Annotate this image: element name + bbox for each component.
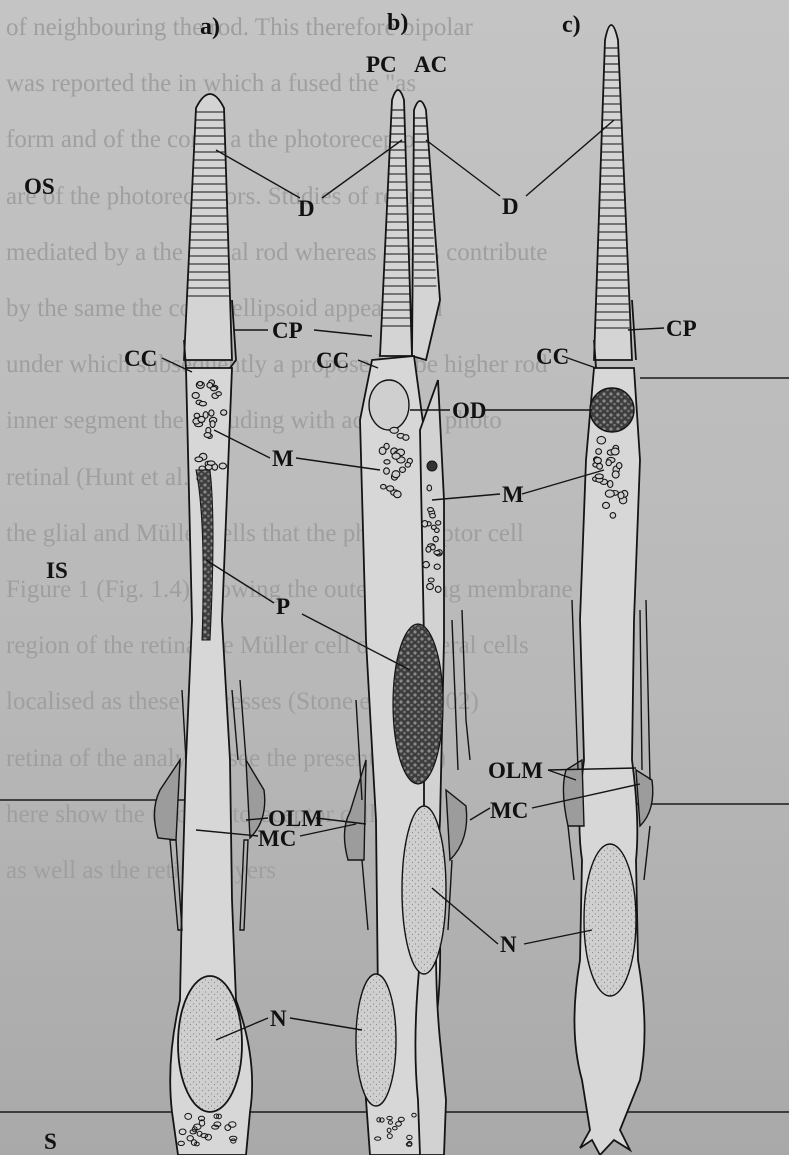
cell-a-outer-segment [184, 94, 232, 360]
organelle [434, 564, 440, 569]
organelle [379, 447, 386, 454]
organelle [199, 402, 206, 406]
cell-b-double-cone [356, 90, 446, 1155]
organelle [216, 392, 221, 396]
organelle [612, 471, 619, 478]
label-n-right: N [500, 932, 517, 957]
cell-c-oil-droplet [590, 388, 634, 432]
label-cp-right: CP [666, 316, 697, 341]
cell-a-rod [170, 94, 252, 1155]
organelle [594, 457, 601, 463]
label-olm-right: OLM [488, 758, 543, 783]
organelle [381, 484, 386, 489]
panel-label-b: b) [387, 10, 408, 36]
organelle [192, 392, 199, 398]
label-cp-left: CP [272, 318, 303, 343]
organelle [603, 502, 610, 508]
label-ac: AC [414, 52, 447, 77]
organelle [428, 578, 434, 582]
organelle [427, 485, 432, 491]
organelle [195, 457, 203, 462]
organelle [219, 463, 226, 469]
organelle [617, 463, 622, 469]
organelle [430, 514, 436, 518]
organelle [434, 551, 440, 555]
label-mc-left: MC [258, 826, 296, 851]
cell-b-oil-droplet [369, 380, 409, 430]
organelle [608, 481, 613, 488]
organelle [423, 561, 429, 567]
cell-b-ac-nucleus [402, 806, 446, 974]
cell-b-pc-outer-segment [380, 90, 412, 356]
label-cc-b: CC [316, 348, 349, 373]
organelle [210, 421, 215, 428]
label-cc-c: CC [536, 344, 569, 369]
organelle [606, 460, 611, 466]
organelle [403, 435, 409, 441]
cell-b-paraboloid [393, 624, 443, 784]
label-m-left: M [272, 446, 294, 471]
label-mc-right: MC [490, 798, 528, 823]
organelle [384, 468, 390, 474]
organelle [209, 410, 214, 416]
organelle [595, 474, 603, 479]
organelle [387, 486, 394, 491]
organelle [392, 471, 400, 478]
organelle [435, 586, 441, 592]
cell-c-single-cone [574, 25, 644, 1155]
label-s: S [44, 1129, 57, 1154]
organelle [433, 536, 438, 541]
panel-labels: a) b) c) PC AC [200, 10, 581, 77]
label-cc-a: CC [124, 346, 157, 371]
organelle [394, 491, 401, 498]
organelle [392, 453, 400, 459]
organelle [618, 492, 624, 499]
organelle [431, 545, 436, 550]
panel-label-c: c) [562, 12, 581, 38]
organelle [390, 427, 399, 433]
organelle [405, 462, 410, 467]
label-n-left: N [270, 1006, 287, 1031]
label-d-left: D [298, 196, 315, 221]
organelle [431, 525, 436, 529]
organelle [605, 490, 614, 497]
label-pc: PC [366, 52, 397, 77]
organelle [422, 521, 428, 527]
label-os: OS [24, 174, 55, 199]
panel-label-a: a) [200, 14, 220, 40]
organelle [221, 410, 227, 415]
label-p: P [276, 594, 290, 619]
layer-labels: OS IS S [24, 174, 68, 1154]
organelle [194, 413, 200, 418]
organelle [596, 449, 602, 455]
organelle [427, 583, 434, 589]
label-m-right: M [502, 482, 524, 507]
organelle [436, 521, 441, 525]
organelle [211, 386, 217, 390]
organelle [597, 436, 606, 444]
organelle [198, 382, 203, 386]
cell-c-nucleus [584, 844, 636, 996]
organelle [384, 460, 390, 464]
organelle [400, 467, 406, 472]
cell-b-pc-nucleus [356, 974, 396, 1106]
organelle [204, 433, 211, 438]
label-is: IS [46, 558, 68, 583]
organelle [611, 448, 619, 455]
organelle [428, 508, 434, 512]
label-od: OD [452, 398, 487, 423]
cell-a-nucleus [178, 976, 242, 1112]
organelle [207, 461, 215, 465]
organelle [610, 513, 616, 519]
cell-b-ac-droplet [427, 461, 437, 471]
organelle [597, 463, 603, 469]
label-d-right: D [502, 194, 519, 219]
